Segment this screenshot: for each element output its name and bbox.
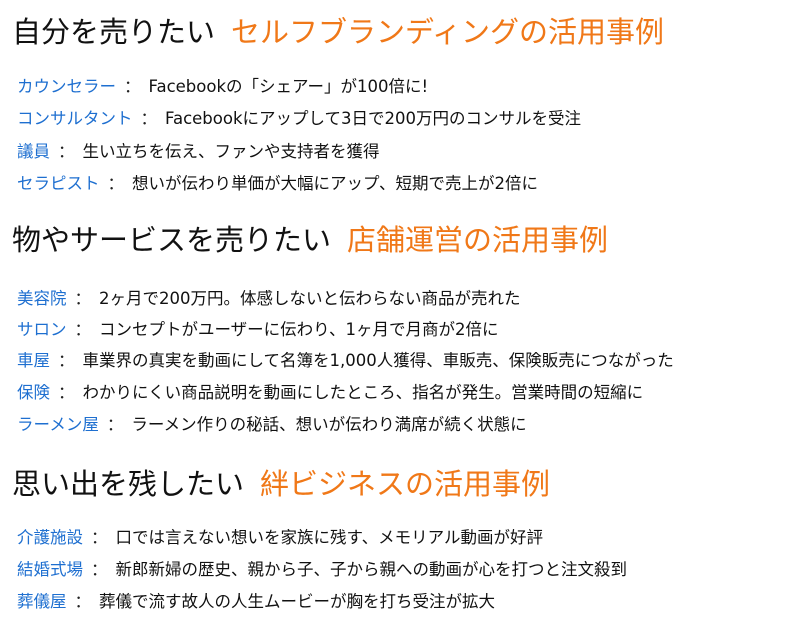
item-separator: ： — [58, 142, 75, 161]
item-label: 葬儀屋 — [17, 592, 67, 611]
item-description: 口では言えない想いを家族に残す、メモリアル動画が好評 — [115, 528, 544, 547]
section-subtitle: セルフブランディングの活用事例 — [231, 15, 664, 49]
list-item: ラーメン屋 ： ラーメン作りの秘話、想いが伝わり満席が続く状態に — [17, 414, 527, 436]
list-item: 葬儀屋 ： 葬儀で流す故人の人生ムービーが胸を打ち受注が拡大 — [17, 591, 495, 613]
list-item: 介護施設 ： 口では言えない想いを家族に残す、メモリアル動画が好評 — [17, 527, 543, 549]
item-description: 2ヶ月で200万円。体感しないと伝わらない商品が売れた — [99, 289, 521, 308]
section-heading: 物やサービスを売りたい店舗運営の活用事例 — [12, 222, 608, 258]
list-item: カウンセラー ： Facebookの「シェアー」が100倍に! — [17, 76, 428, 98]
item-label: 介護施設 — [17, 528, 83, 547]
item-separator: ： — [124, 77, 141, 96]
item-separator: ： — [58, 351, 75, 370]
section-subtitle: 店舗運営の活用事例 — [347, 223, 609, 257]
item-description: 葬儀で流す故人の人生ムービーが胸を打ち受注が拡大 — [99, 592, 495, 611]
item-description: コンセプトがユーザーに伝わり、1ヶ月で月商が2倍に — [99, 320, 499, 339]
item-separator: ： — [58, 383, 75, 402]
item-description: Facebookの「シェアー」が100倍に! — [148, 77, 429, 96]
section-heading: 思い出を残したい絆ビジネスの活用事例 — [12, 466, 550, 502]
section-subtitle: 絆ビジネスの活用事例 — [260, 467, 551, 501]
section-title: 思い出を残したい — [12, 467, 245, 501]
item-description: わかりにくい商品説明を動画にしたところ、指名が発生。営業時間の短縮に — [82, 383, 644, 402]
item-separator: ： — [74, 592, 92, 611]
item-label: 車屋 — [17, 351, 50, 370]
list-item: 保険 ： わかりにくい商品説明を動画にしたところ、指名が発生。営業時間の短縮に — [17, 382, 643, 404]
item-label: セラピスト — [17, 174, 100, 193]
list-item: 車屋 ： 車業界の真実を動画にして名簿を1,000人獲得、車販売、保険販売につながっ… — [17, 350, 674, 372]
item-label: サロン — [17, 320, 67, 339]
item-label: 結婚式場 — [17, 560, 83, 579]
item-label: 美容院 — [17, 289, 67, 308]
item-description: 生い立ちを伝え、ファンや支持者を獲得 — [82, 142, 380, 161]
item-label: カウンセラー — [17, 77, 116, 96]
item-separator: ： — [91, 528, 108, 547]
item-label: コンサルタント — [17, 109, 133, 128]
list-item: サロン ： コンセプトがユーザーに伝わり、1ヶ月で月商が2倍に — [17, 319, 499, 341]
item-separator: ： — [91, 560, 108, 579]
item-separator: ： — [74, 320, 92, 339]
item-separator: ： — [107, 174, 125, 193]
list-item: 美容院 ： 2ヶ月で200万円。体感しないと伝わらない商品が売れた — [17, 288, 521, 310]
item-description: ラーメン作りの秘話、想いが伝わり満席が続く状態に — [131, 415, 527, 434]
section-heading: 自分を売りたいセルフブランディングの活用事例 — [12, 14, 664, 50]
list-item: 議員 ： 生い立ちを伝え、ファンや支持者を獲得 — [17, 141, 380, 163]
item-separator: ： — [140, 109, 158, 128]
item-description: 想いが伝わり単価が大幅にアップ、短期で売上が2倍に — [132, 174, 539, 193]
item-separator: ： — [106, 415, 124, 434]
list-item: セラピスト ： 想いが伝わり単価が大幅にアップ、短期で売上が2倍に — [17, 173, 538, 195]
section-title: 自分を売りたい — [12, 15, 216, 49]
list-item: コンサルタント ： Facebookにアップして3日で200万円のコンサルを受注 — [17, 108, 581, 130]
item-description: 車業界の真実を動画にして名簿を1,000人獲得、車販売、保険販売につながった — [82, 351, 674, 370]
item-separator: ： — [74, 289, 92, 308]
item-description: 新郎新婦の歴史、親から子、子から親への動画が心を打つと注文殺到 — [115, 560, 628, 579]
item-label: 保険 — [17, 383, 50, 402]
item-label: ラーメン屋 — [17, 415, 99, 434]
section-title: 物やサービスを売りたい — [12, 223, 332, 257]
item-label: 議員 — [17, 142, 50, 161]
list-item: 結婚式場 ： 新郎新婦の歴史、親から子、子から親への動画が心を打つと注文殺到 — [17, 559, 627, 581]
item-description: Facebookにアップして3日で200万円のコンサルを受注 — [165, 109, 582, 128]
